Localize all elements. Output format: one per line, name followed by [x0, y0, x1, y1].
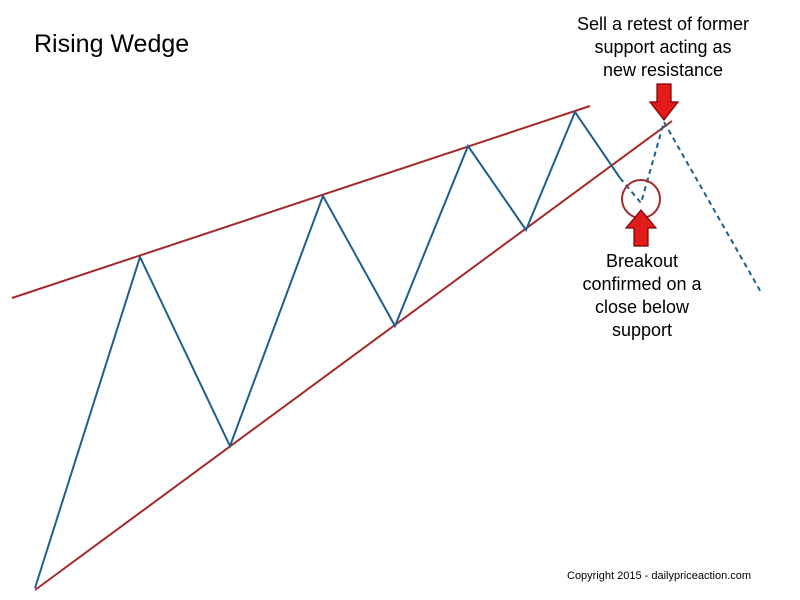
breakout-annotation-line: confirmed on a	[582, 274, 702, 294]
down-arrow-icon	[648, 83, 680, 121]
copyright-text: Copyright 2015 - dailypriceaction.com	[567, 570, 752, 582]
breakout-annotation-line: support	[611, 320, 673, 340]
breakout-annotation-line: Breakout	[605, 251, 679, 271]
retest-annotation-line: new resistance	[602, 60, 724, 80]
projected-price-dashed-line	[619, 119, 763, 295]
retest-annotation: Sell a retest of former support acting a…	[556, 13, 770, 82]
retest-annotation-line: Sell a retest of former	[576, 14, 750, 34]
resistance-trendline	[11, 105, 591, 299]
breakout-annotation-line: close below	[594, 297, 690, 317]
up-arrow-icon	[624, 209, 658, 247]
retest-annotation-line: support acting as	[594, 37, 732, 57]
price-zigzag-line	[34, 109, 621, 589]
chart-title: Rising Wedge	[34, 30, 190, 58]
breakout-annotation: Breakout confirmed on a close below supp…	[562, 250, 722, 342]
support-trendline	[34, 120, 673, 591]
